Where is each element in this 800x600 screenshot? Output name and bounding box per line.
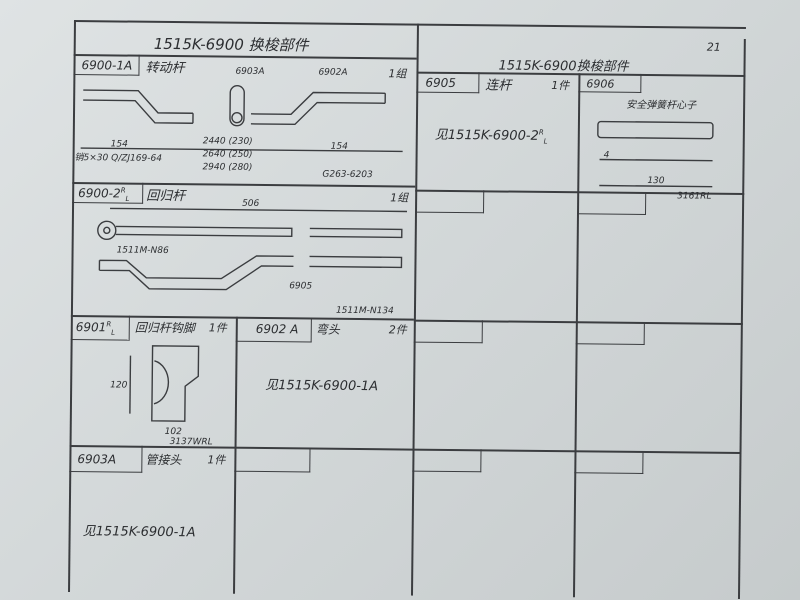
left-title: 1515K-6900 换梭部件 bbox=[153, 34, 309, 55]
svg-text:G263-6203: G263-6203 bbox=[322, 170, 373, 181]
svg-text:506: 506 bbox=[242, 199, 260, 209]
part-qty: 2件 bbox=[388, 323, 407, 337]
svg-text:1511M-N86: 1511M-N86 bbox=[117, 245, 169, 256]
svg-text:2440 (230): 2440 (230) bbox=[203, 136, 253, 147]
empty-code-box bbox=[234, 446, 311, 473]
part-qty: 1件 bbox=[207, 453, 226, 467]
empty-code-box bbox=[576, 191, 647, 216]
reference-note: 见1515K-6900-2RL bbox=[434, 127, 548, 146]
hook-foot-drawing: 120 102 3137WRL bbox=[110, 345, 213, 447]
svg-text:6903A: 6903A bbox=[235, 67, 264, 77]
empty-code-box bbox=[415, 189, 485, 214]
svg-text:3137WRL: 3137WRL bbox=[170, 437, 213, 447]
right-title: 1515K-6900换梭部件 bbox=[498, 58, 629, 75]
empty-code-box bbox=[412, 448, 482, 473]
empty-code-box bbox=[575, 321, 645, 345]
svg-text:3161RL: 3161RL bbox=[677, 191, 711, 201]
empty-code-box bbox=[574, 450, 644, 474]
svg-text:1511M-N134: 1511M-N134 bbox=[336, 306, 394, 317]
svg-text:2940 (280): 2940 (280) bbox=[202, 162, 252, 173]
svg-text:6902A: 6902A bbox=[318, 68, 347, 78]
return-rod-drawing: 506 1511M-N86 6905 1511M-N134 bbox=[97, 199, 408, 317]
reference-note: 见1515K-6900-1A bbox=[82, 524, 196, 541]
rotating-rod-drawing: 154 154 6903A 6902A 2440 (230) 2640 (250… bbox=[75, 67, 403, 181]
part-code: 6902 A bbox=[255, 321, 299, 337]
svg-text:6905: 6905 bbox=[289, 281, 312, 291]
svg-text:154: 154 bbox=[331, 142, 349, 152]
reference-note: 见1515K-6900-1A bbox=[265, 378, 379, 395]
svg-text:销5×30 Q/ZJ169-64: 销5×30 Q/ZJ169-64 bbox=[75, 152, 163, 164]
part-code: 6903A bbox=[77, 452, 117, 467]
drawing-sheet: 1515K-6900 换梭部件 21 6900-1A 转动杆 1组 154 15… bbox=[68, 20, 746, 600]
part-code: 6905 bbox=[425, 75, 456, 91]
part-name: 弯头 bbox=[315, 322, 340, 337]
empty-code-box bbox=[413, 319, 483, 344]
part-name: 连杆 bbox=[485, 78, 512, 94]
part-qty: 1件 bbox=[551, 79, 570, 93]
svg-text:102: 102 bbox=[165, 427, 183, 437]
svg-text:4: 4 bbox=[604, 151, 610, 161]
svg-text:120: 120 bbox=[110, 380, 128, 390]
svg-text:130: 130 bbox=[647, 176, 665, 186]
page-number: 21 bbox=[706, 40, 721, 54]
spring-rod-drawing: 4 130 3161RL bbox=[597, 120, 714, 202]
part-name: 管接头 bbox=[145, 452, 182, 468]
svg-text:154: 154 bbox=[111, 139, 129, 149]
svg-text:2640 (250): 2640 (250) bbox=[203, 149, 253, 160]
